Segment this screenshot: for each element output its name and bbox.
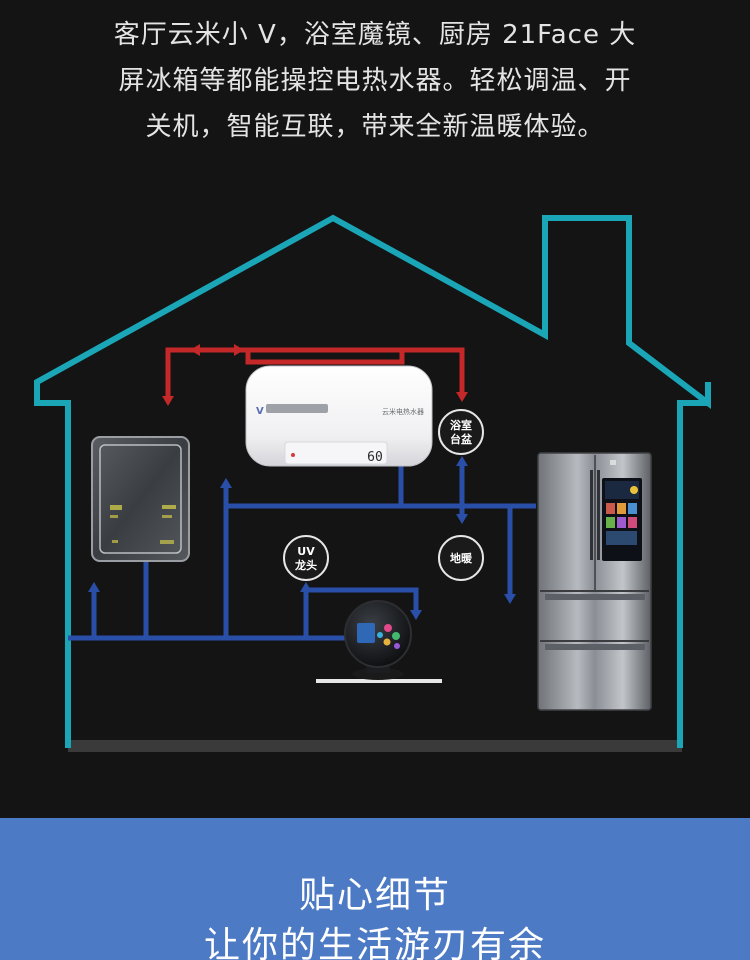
bathroom-basin-label-2: 台盆 xyxy=(450,432,473,446)
uv-faucet-badge: UV 龙头 xyxy=(283,535,329,581)
intro-line-1: 客厅云米小 V，浴室魔镜、厨房 21Face 大 xyxy=(113,20,637,50)
footer-title-line-1: 贴心细节 xyxy=(298,875,451,916)
smart-mirror xyxy=(91,436,190,562)
intro-line-3: 关机，智能互联，带来全新温暖体验。 xyxy=(145,112,605,142)
bathroom-basin-label-1: 浴室 xyxy=(450,418,472,432)
heater-temperature: 60 xyxy=(367,450,383,465)
home-scene-illustration: V 云米电热水器 60 浴室 台盆 UV 龙头 地暖 xyxy=(34,214,711,752)
house-eave-left xyxy=(34,382,68,406)
water-heater: V 云米电热水器 60 xyxy=(245,365,433,467)
floor-heating-badge: 地暖 xyxy=(438,535,484,581)
bathroom-basin-badge: 浴室 台盆 xyxy=(438,409,484,455)
footer-banner: 贴心细节 让你的生活游刃有余 xyxy=(0,818,750,960)
heater-brand-mark: V xyxy=(256,406,264,417)
smart-speaker xyxy=(316,600,442,683)
uv-faucet-label-2: 龙头 xyxy=(294,558,317,572)
cold-water-pipes xyxy=(68,462,536,641)
refrigerator xyxy=(537,452,652,711)
dark-section: 客厅云米小 V，浴室魔镜、厨房 21Face 大 屏冰箱等都能操控电热水器。轻松… xyxy=(34,12,711,752)
intro-line-2: 屏冰箱等都能操控电热水器。轻松调温、开 xyxy=(118,66,632,96)
heater-model-text: 云米电热水器 xyxy=(382,407,424,416)
floor-heating-label: 地暖 xyxy=(450,551,473,565)
footer-title-line-2: 让你的生活游刃有余 xyxy=(203,925,546,960)
intro-text: 客厅云米小 V，浴室魔镜、厨房 21Face 大 屏冰箱等都能操控电热水器。轻松… xyxy=(60,12,690,150)
uv-faucet-label-1: UV xyxy=(297,545,315,558)
hot-water-pipes xyxy=(165,347,465,398)
floor xyxy=(68,740,682,752)
hot-water-arrows xyxy=(162,344,468,406)
